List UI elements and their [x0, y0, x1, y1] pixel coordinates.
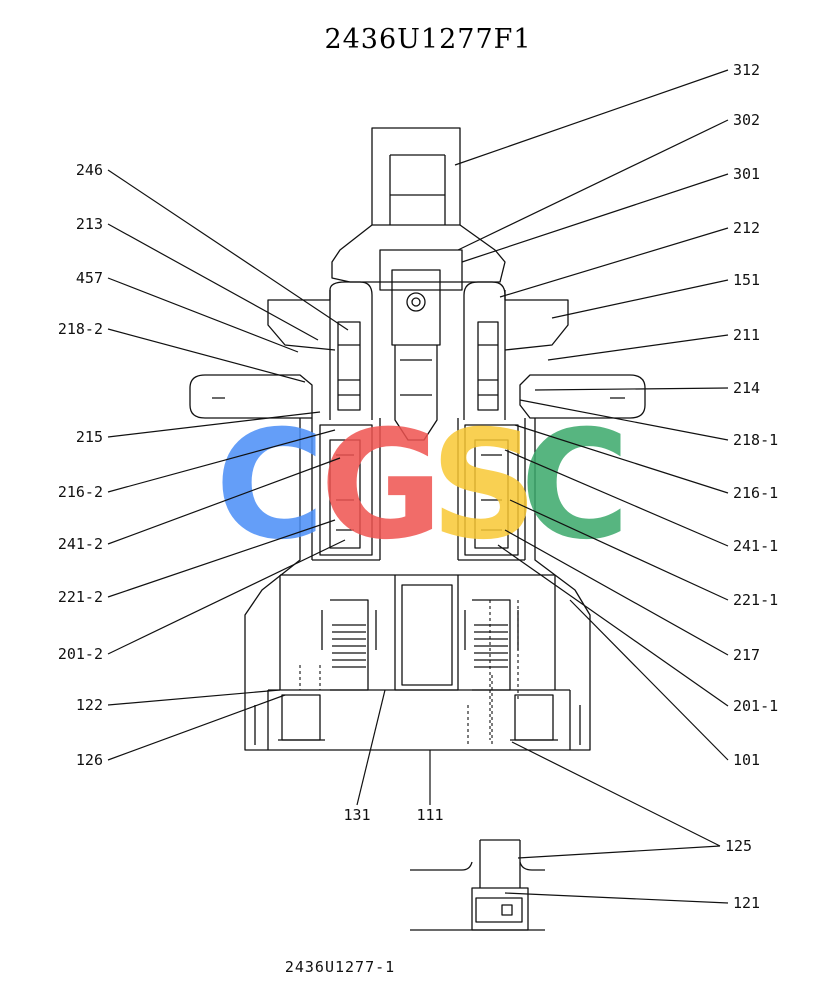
watermark-letter-s: S [430, 399, 538, 573]
callout-213: 213 [76, 215, 103, 233]
callout-457: 457 [76, 269, 103, 287]
callout-241-1: 241-1 [733, 537, 778, 555]
callout-131: 131 [343, 806, 370, 824]
callout-121: 121 [733, 894, 760, 912]
callouts-left: 246 213 457 218-2 215 216-2 241-2 221-2 … [58, 161, 103, 769]
callout-212: 212 [733, 219, 760, 237]
callout-151: 151 [733, 271, 760, 289]
detail-inset [410, 839, 545, 931]
callout-201-1: 201-1 [733, 697, 778, 715]
drawing-title: 2436U1277F1 [324, 24, 531, 55]
callout-215: 215 [76, 428, 103, 446]
callout-218-1: 218-1 [733, 431, 778, 449]
callout-221-1: 221-1 [733, 591, 778, 609]
leader-lines [107, 69, 729, 904]
watermark: C G S C [215, 399, 630, 573]
callout-125: 125 [725, 837, 752, 855]
callout-246: 246 [76, 161, 103, 179]
callout-126: 126 [76, 751, 103, 769]
callout-216-2: 216-2 [58, 483, 103, 501]
callouts-bottom: 131 111 [343, 806, 443, 824]
callout-217: 217 [733, 646, 760, 664]
valve-body-outline [189, 127, 646, 751]
callout-122: 122 [76, 696, 103, 714]
callout-214: 214 [733, 379, 760, 397]
callout-221-2: 221-2 [58, 588, 103, 606]
callouts-right: 312 302 301 212 151 211 214 218-1 216-1 … [725, 61, 778, 912]
watermark-letter-g: G [320, 399, 443, 573]
callout-111: 111 [416, 806, 443, 824]
watermark-letter-c1: C [215, 399, 325, 573]
watermark-letter-c2: C [520, 399, 630, 573]
callout-216-1: 216-1 [733, 484, 778, 502]
callout-211: 211 [733, 326, 760, 344]
callout-201-2: 201-2 [58, 645, 103, 663]
callout-302: 302 [733, 111, 760, 129]
drawing-caption: 2436U1277-1 [285, 958, 395, 976]
callout-301: 301 [733, 165, 760, 183]
callout-101: 101 [733, 751, 760, 769]
callout-312: 312 [733, 61, 760, 79]
callout-241-2: 241-2 [58, 535, 103, 553]
callout-218-2: 218-2 [58, 320, 103, 338]
